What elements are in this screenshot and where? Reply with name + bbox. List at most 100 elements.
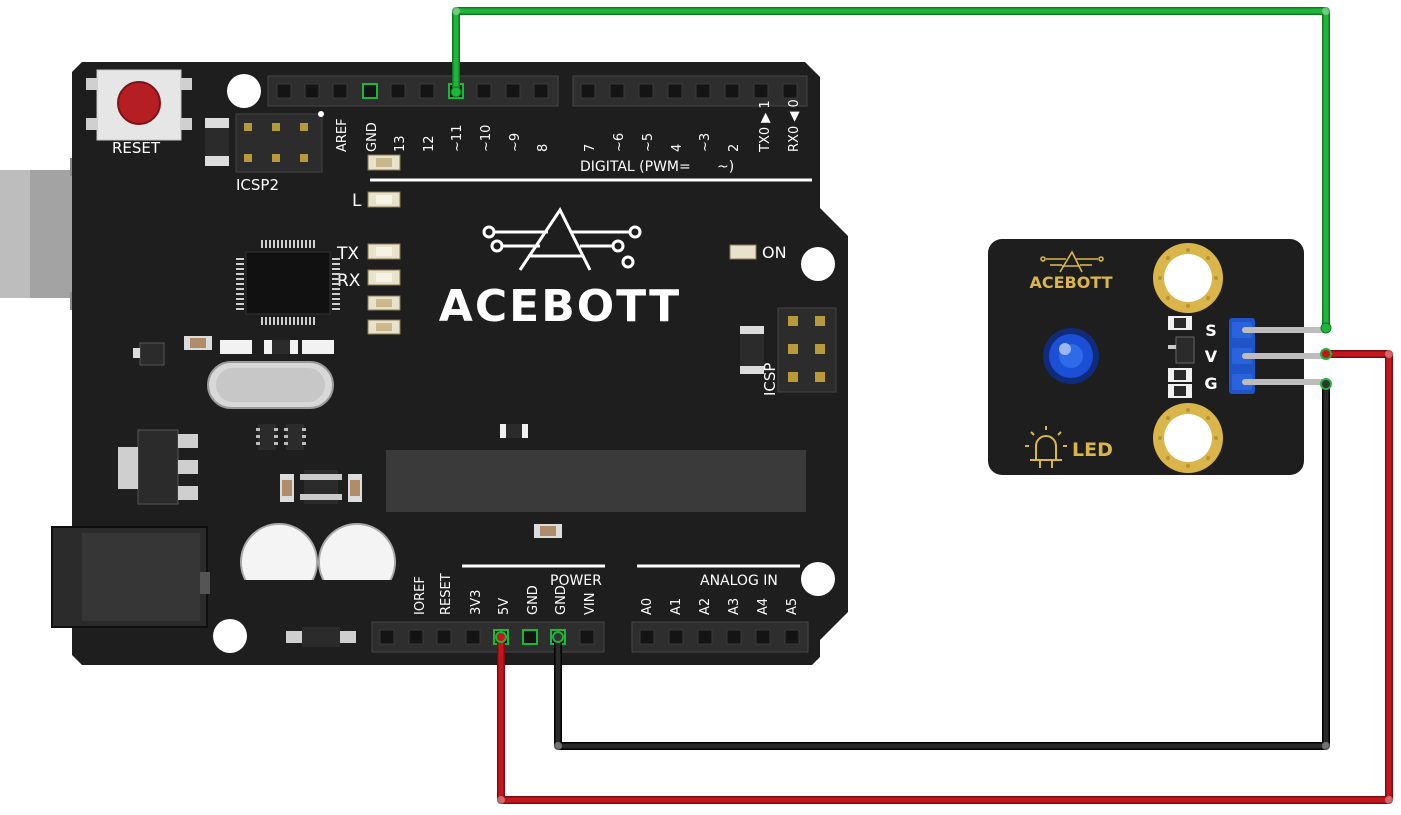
led-l-label: L xyxy=(352,191,362,211)
reset-button[interactable] xyxy=(86,69,192,141)
power-pin-label: GND xyxy=(554,585,569,615)
analog-pin-label: A2 xyxy=(698,598,713,615)
digital-pin-label: ~5 xyxy=(641,133,656,152)
analog-pin-label: A5 xyxy=(785,598,800,615)
header-pin-hole xyxy=(695,83,711,99)
led-module: ACEBOTT LED xyxy=(988,239,1329,475)
electrolytic-capacitor xyxy=(240,523,318,618)
module-name: LED xyxy=(1072,439,1113,461)
header-pin-hole xyxy=(533,83,549,99)
status-leds xyxy=(367,154,401,335)
header-pin-hole xyxy=(579,629,595,645)
header-pin-hole xyxy=(362,83,378,99)
header-pin-hole xyxy=(697,629,713,645)
digital-pin-label: TX0 ▶ 1 xyxy=(758,100,773,153)
module-pcb xyxy=(988,239,1304,475)
power-led xyxy=(729,244,757,260)
header-pin-hole xyxy=(580,83,596,99)
header-pin-hole xyxy=(390,83,406,99)
reset-label: RESET xyxy=(112,139,161,157)
header-pin-hole xyxy=(755,629,771,645)
board-brand: ACEBOTT xyxy=(439,281,681,332)
analog-pin-label: A4 xyxy=(756,598,771,615)
analog-label: ANALOG IN xyxy=(700,573,778,589)
header-pin-hole xyxy=(436,629,452,645)
digital-pin-label: ~10 xyxy=(479,125,494,152)
analog-pin-label: A3 xyxy=(727,598,742,615)
mounting-hole xyxy=(213,619,247,653)
header-pin-hole xyxy=(304,83,320,99)
module-mounting-hole xyxy=(1153,243,1223,313)
power-pin-label: IOREF xyxy=(413,576,428,615)
mounting-hole xyxy=(227,74,261,108)
module-pin-g: G xyxy=(1204,374,1217,393)
mcu-chip xyxy=(236,240,340,325)
header-pin-hole xyxy=(419,83,435,99)
module-pin-v: V xyxy=(1205,347,1218,366)
header-pin-hole xyxy=(753,83,769,99)
analog-pin-label: A0 xyxy=(640,598,655,615)
led-on-label: ON xyxy=(762,243,787,262)
digital-pin-label: RX0 ◀ 0 xyxy=(787,99,802,152)
power-pin-label: VIN xyxy=(583,593,598,615)
header-pin-hole xyxy=(724,83,740,99)
power-pin-label: 5V xyxy=(497,598,512,615)
header-pin-hole xyxy=(465,629,481,645)
module-mounting-hole xyxy=(1153,403,1223,473)
header-pin-hole xyxy=(784,629,800,645)
module-logo-icon xyxy=(1040,250,1104,273)
header-pin-hole xyxy=(609,83,625,99)
power-header xyxy=(371,621,809,653)
header-pin-hole xyxy=(782,83,798,99)
chip-socket xyxy=(386,450,806,512)
digital-pin-label: GND xyxy=(365,122,380,152)
icsp-label: ICSP xyxy=(761,363,779,396)
header-pin-hole xyxy=(638,83,654,99)
digital-pin-label: 7 xyxy=(583,144,598,152)
digital-pin-label: 12 xyxy=(422,135,437,152)
acebott-logo-icon xyxy=(482,207,642,271)
icsp2-label: ICSP2 xyxy=(236,176,279,194)
analog-pin-label: A1 xyxy=(669,598,684,615)
digital-pin-label: ~11 xyxy=(450,125,465,152)
led-icon xyxy=(1025,426,1067,468)
header-pin-hole xyxy=(668,629,684,645)
digital-pin-label: 2 xyxy=(727,144,742,152)
icsp-header xyxy=(777,307,837,393)
mounting-hole xyxy=(801,247,835,281)
digital-label: DIGITAL (PWM= xyxy=(580,159,691,175)
digital-pin-label: AREF xyxy=(335,118,350,152)
digital-pin-label: ~6 xyxy=(612,133,627,152)
digital-pin-label: 4 xyxy=(670,144,685,152)
header-pin-hole xyxy=(276,83,292,99)
board-pcb xyxy=(72,62,848,665)
wires xyxy=(450,7,1393,804)
power-pin-labels: IOREF RESET 3V3 5V GND GND VIN xyxy=(413,573,598,615)
module-brand: ACEBOTT xyxy=(1029,273,1112,292)
blue-led xyxy=(1043,328,1099,384)
analog-pin-labels: A0 A1 A2 A3 A4 A5 xyxy=(640,598,800,615)
power-label: POWER xyxy=(550,573,602,589)
header-pin-hole xyxy=(379,629,395,645)
led-rx-label: RX xyxy=(337,271,361,291)
header-pin-hole xyxy=(639,629,655,645)
electrolytic-capacitor xyxy=(318,523,396,618)
header-pin-hole xyxy=(522,629,538,645)
led-tx-label: TX xyxy=(336,244,359,264)
digital-pin-label: 8 xyxy=(536,144,551,152)
header-pin-hole xyxy=(505,83,521,99)
digital-header xyxy=(267,75,808,107)
pwm-tilde-label: ~) xyxy=(717,159,734,175)
mounting-hole xyxy=(801,562,835,596)
header-pin-hole xyxy=(408,629,424,645)
icsp2-header xyxy=(235,111,324,173)
power-pin-label: GND xyxy=(526,585,541,615)
header-pin-hole xyxy=(667,83,683,99)
header-pin-hole xyxy=(476,83,492,99)
digital-pin-label: ~3 xyxy=(698,133,713,152)
power-pin-label: RESET xyxy=(439,573,454,615)
power-pin-label: 3V3 xyxy=(469,590,484,615)
